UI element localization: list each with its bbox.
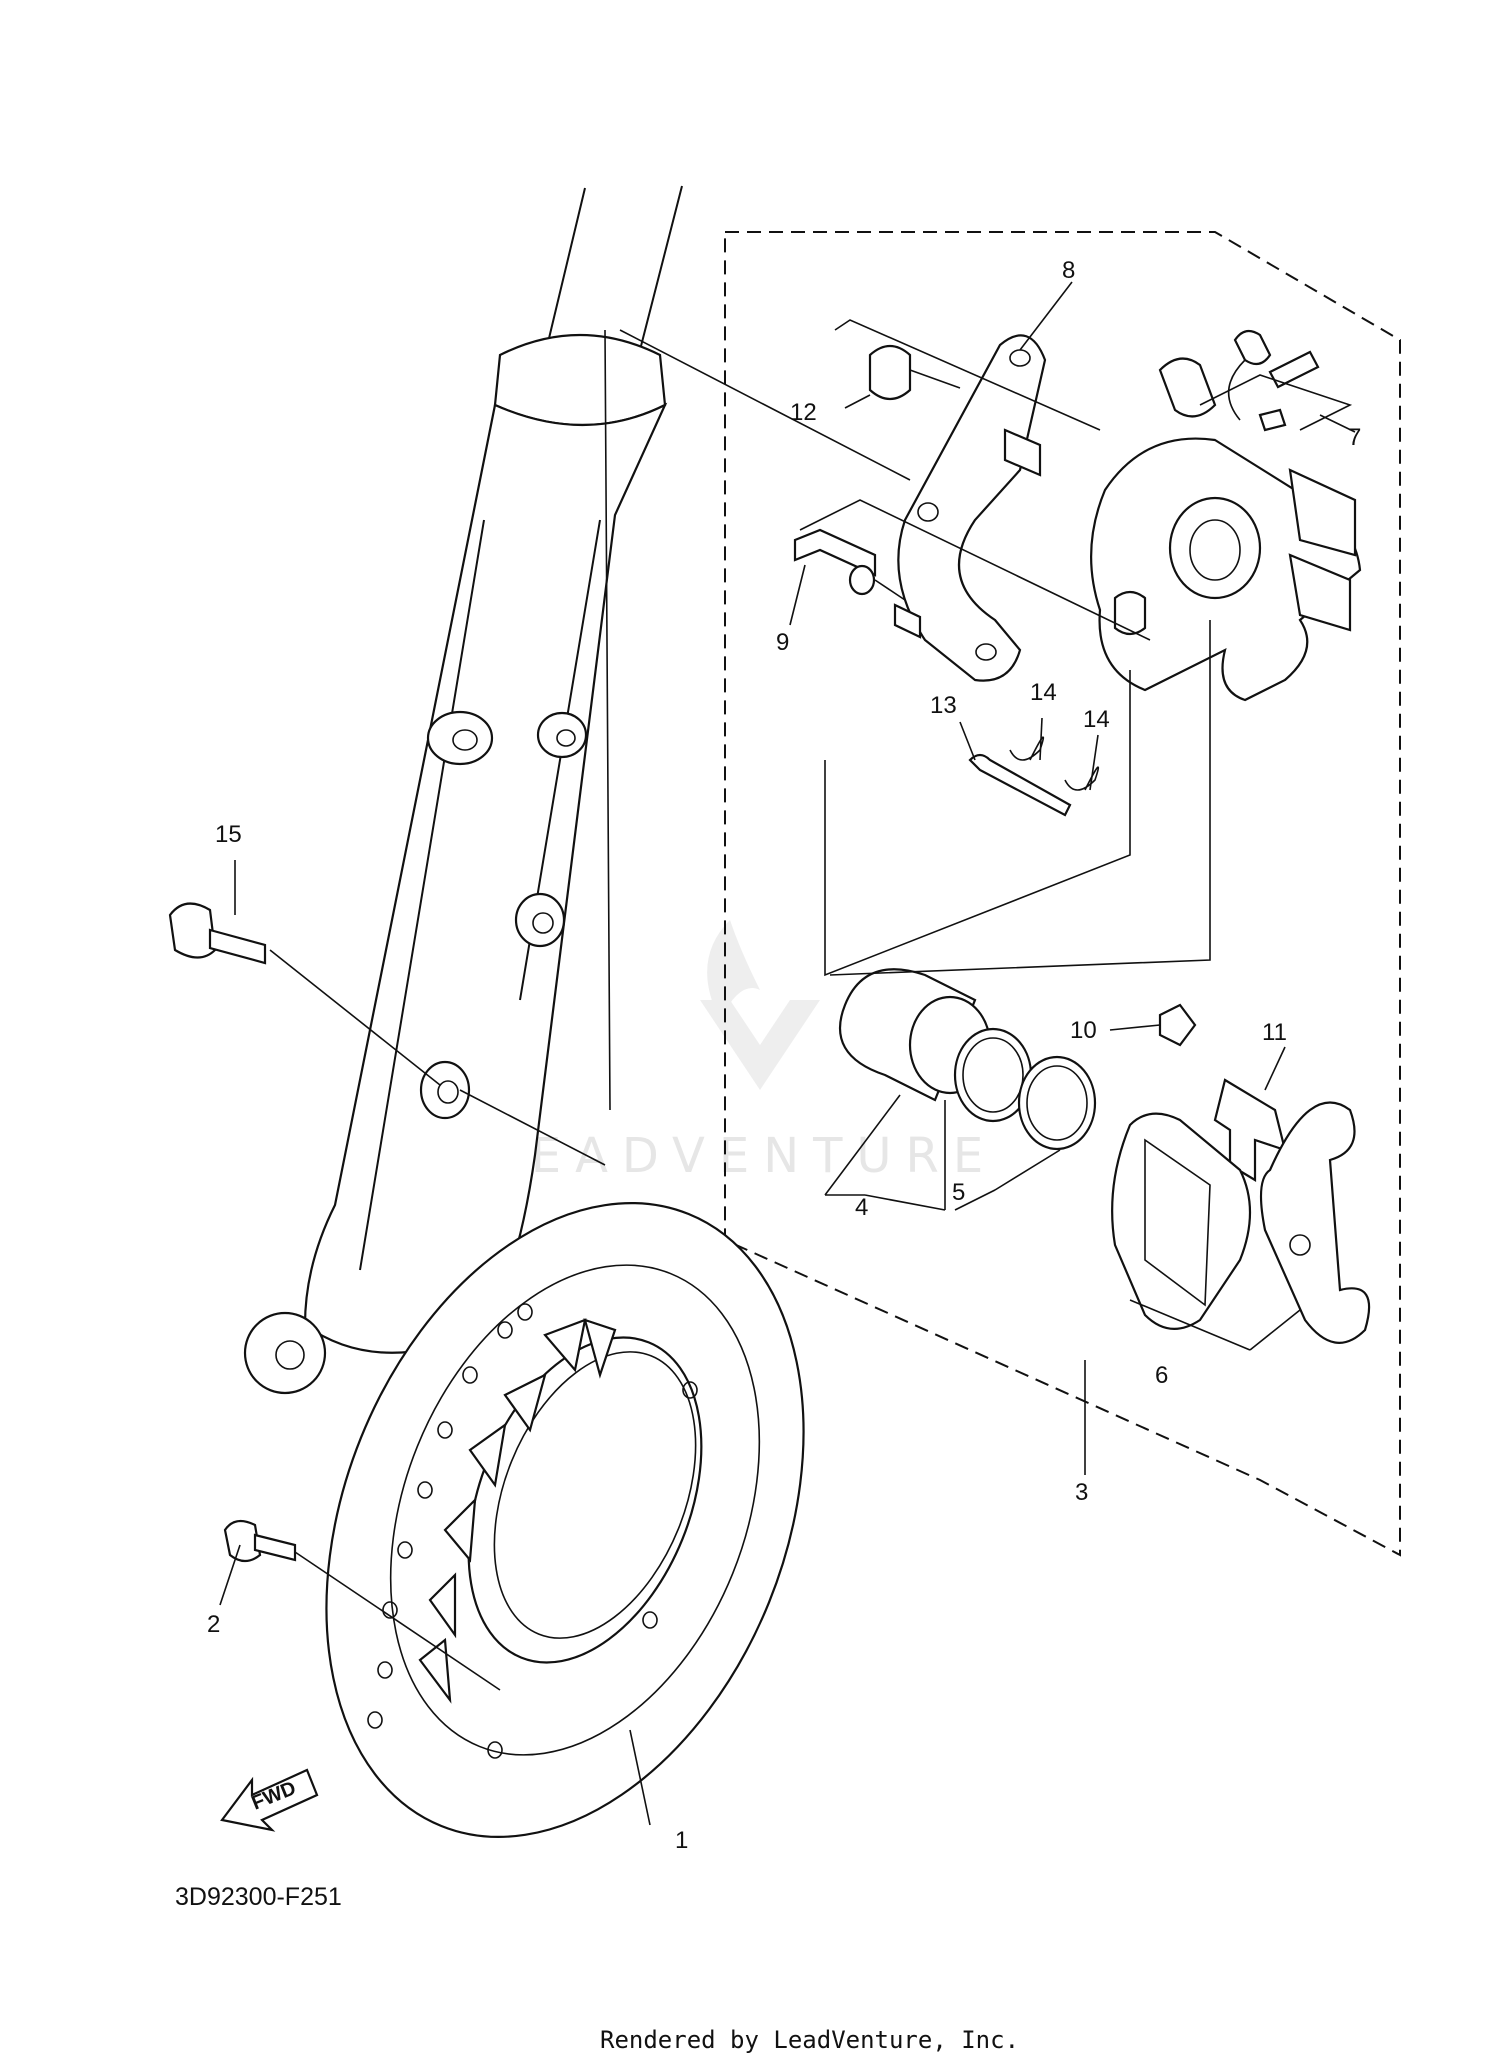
pad-spring xyxy=(1213,1078,1287,1182)
callout-4: 4 xyxy=(855,1194,868,1221)
rendered-by-footer: Rendered by LeadVenture, Inc. xyxy=(600,2026,1019,2054)
brake-pads xyxy=(1111,1101,1371,1344)
caliper-body xyxy=(1090,357,1362,702)
callout-10: 10 xyxy=(1070,1017,1097,1044)
callout-14b: 14 xyxy=(1083,706,1110,733)
watermark-text: LEADVENTURE xyxy=(490,1128,997,1184)
callout-15: 15 xyxy=(215,821,242,848)
callout-leaders xyxy=(219,281,1356,1826)
callout-11: 11 xyxy=(1262,1019,1287,1046)
callout-5: 5 xyxy=(952,1179,965,1206)
watermark: LEADVENTURE xyxy=(490,920,997,1184)
callout-1: 1 xyxy=(675,1827,688,1854)
brake-disc xyxy=(325,1202,805,1838)
slide-pin xyxy=(793,499,1151,641)
callout-labels: 8 12 7 9 13 14 14 10 11 15 4 5 6 3 2 1 xyxy=(207,257,1361,1854)
callout-6: 6 xyxy=(1155,1362,1168,1389)
diagram-code: 3D92300-F251 xyxy=(175,1883,342,1911)
caliper-mount-bolt xyxy=(168,902,441,1086)
fork-caliper-leader xyxy=(459,329,911,1166)
piston-and-seals xyxy=(829,620,1211,1151)
callout-13: 13 xyxy=(930,692,957,719)
clip xyxy=(1158,1003,1197,1047)
forward-direction-arrow: FWD xyxy=(220,1768,319,1832)
disc-bolt xyxy=(223,1519,501,1691)
callout-2: 2 xyxy=(207,1611,220,1638)
callout-3: 3 xyxy=(1075,1479,1088,1506)
callout-9: 9 xyxy=(776,629,789,656)
callout-14a: 14 xyxy=(1030,679,1057,706)
caliper-bracket xyxy=(893,334,1047,682)
caliper-assembly-outline xyxy=(724,231,1401,1557)
collar xyxy=(834,319,1101,431)
callout-12: 12 xyxy=(790,399,817,426)
callout-7: 7 xyxy=(1348,424,1361,451)
bleed-screw xyxy=(1199,329,1353,432)
callout-8: 8 xyxy=(1062,257,1075,284)
